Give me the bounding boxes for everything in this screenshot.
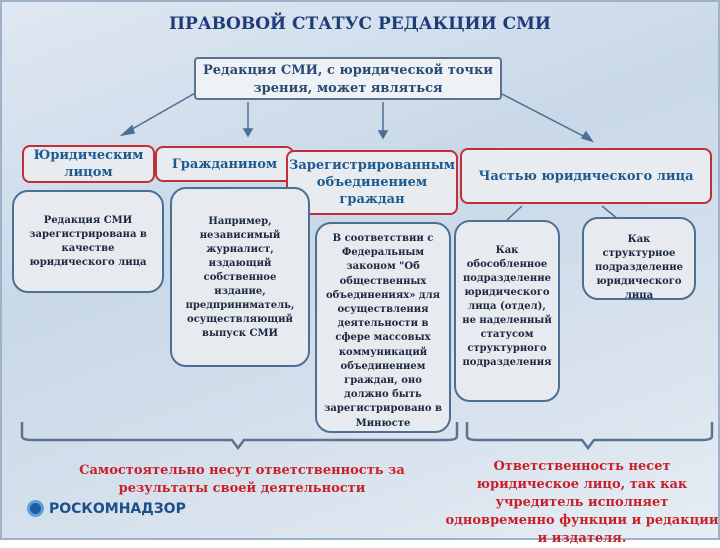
category-part-of-legal-entity: Частью юридического лица	[460, 148, 712, 204]
desc-separate-unit: Как обособленное подразделение юридическ…	[454, 220, 560, 402]
roskomnadzor-emblem-icon	[27, 500, 44, 517]
conclusion-right: Ответственность несет юридическое лицо, …	[445, 459, 719, 546]
main-statement: Редакция СМИ, с юридической точки зрения…	[194, 57, 502, 100]
logo: РОСКОМНАДЗОР	[27, 500, 186, 517]
desc-association: В соответствии с Федеральным законом "Об…	[315, 222, 451, 433]
brace-right	[465, 422, 714, 451]
conclusion-left: Самостоятельно несут ответственность за …	[79, 463, 405, 496]
desc-citizen: Например, независимый журналист, издающи…	[170, 187, 310, 367]
category-legal-entity: Юридическим лицом	[22, 145, 155, 183]
brace-left	[20, 422, 459, 451]
desc-structural-unit: Как структурное подразделение юридическо…	[582, 217, 696, 301]
page-title: ПРАВОВОЙ СТАТУС РЕДАКЦИИ СМИ	[169, 14, 551, 34]
category-citizen: Гражданином	[155, 146, 294, 182]
desc-legal-entity: Редакция СМИ зарегистрирована в качестве…	[12, 190, 164, 293]
arrow-to-legal-entity	[126, 91, 198, 133]
logo-text: РОСКОМНАДЗОР	[49, 500, 186, 517]
arrow-to-separate-unit	[506, 205, 523, 221]
category-association: Зарегистрированным объединением граждан	[286, 150, 458, 215]
arrow-to-part	[501, 93, 588, 139]
